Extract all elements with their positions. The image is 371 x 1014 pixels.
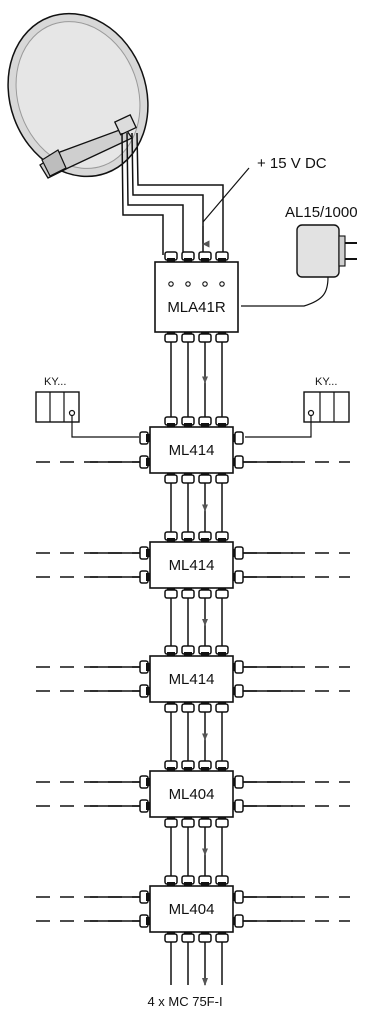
f-connector bbox=[215, 251, 229, 262]
supply-annotation: + 15 V DC bbox=[202, 155, 327, 248]
f-connector bbox=[198, 473, 212, 484]
f-connector bbox=[215, 875, 229, 886]
f-connector bbox=[198, 332, 212, 343]
f-connector bbox=[164, 332, 178, 343]
side-connector bbox=[233, 914, 244, 928]
terminator-right-label: KY... bbox=[315, 376, 337, 388]
module-mla: MLA41R bbox=[154, 251, 239, 343]
bottom-termination-label: 4 x MC 75F-I bbox=[147, 994, 222, 1009]
side-connector bbox=[233, 799, 244, 813]
f-connector bbox=[198, 416, 212, 427]
module-m3: ML414 bbox=[139, 645, 244, 713]
supply-voltage-label: + 15 V DC bbox=[257, 155, 327, 172]
f-connector bbox=[164, 932, 178, 943]
f-connector bbox=[181, 473, 195, 484]
f-connector bbox=[164, 702, 178, 713]
side-connector bbox=[139, 775, 150, 789]
terminator-left-label: KY... bbox=[44, 376, 66, 388]
f-connector bbox=[198, 588, 212, 599]
f-connector bbox=[215, 932, 229, 943]
f-connector bbox=[215, 817, 229, 828]
module-label: ML414 bbox=[169, 671, 215, 688]
side-connector bbox=[233, 431, 244, 445]
side-connector bbox=[233, 775, 244, 789]
f-connector bbox=[181, 588, 195, 599]
f-connector bbox=[198, 760, 212, 771]
terminator-right bbox=[245, 391, 350, 438]
side-connector bbox=[233, 890, 244, 904]
f-connector bbox=[198, 817, 212, 828]
module-label: ML414 bbox=[169, 557, 215, 574]
f-connector bbox=[181, 760, 195, 771]
module-m4: ML404 bbox=[139, 760, 244, 828]
f-connector bbox=[181, 332, 195, 343]
module-m2: ML414 bbox=[139, 531, 244, 599]
f-connector bbox=[164, 645, 178, 656]
satellite-dish-icon bbox=[7, 12, 149, 179]
f-connector bbox=[215, 645, 229, 656]
f-connector bbox=[198, 251, 212, 262]
side-connector bbox=[233, 546, 244, 560]
f-connector bbox=[215, 702, 229, 713]
f-connector bbox=[164, 416, 178, 427]
module-label: ML414 bbox=[169, 442, 215, 459]
f-connector bbox=[181, 251, 195, 262]
outlet-lines bbox=[36, 461, 350, 922]
f-connector bbox=[215, 332, 229, 343]
f-connector bbox=[164, 531, 178, 542]
f-connector bbox=[215, 416, 229, 427]
side-connector bbox=[233, 455, 244, 469]
f-connector bbox=[198, 875, 212, 886]
side-connector bbox=[139, 570, 150, 584]
f-connector bbox=[181, 875, 195, 886]
power-adapter-icon bbox=[241, 224, 357, 307]
f-connector bbox=[164, 251, 178, 262]
f-connector bbox=[181, 645, 195, 656]
lnb-cables bbox=[121, 132, 224, 255]
f-connector bbox=[198, 702, 212, 713]
f-connector bbox=[181, 416, 195, 427]
psu-model-label: AL15/1000 bbox=[285, 204, 358, 221]
f-connector bbox=[215, 760, 229, 771]
bottom-outputs bbox=[170, 942, 223, 986]
f-connector bbox=[215, 531, 229, 542]
side-connector bbox=[139, 799, 150, 813]
f-connector bbox=[164, 588, 178, 599]
side-connector bbox=[233, 684, 244, 698]
terminator-left bbox=[35, 391, 139, 438]
module-m1: ML414 bbox=[139, 416, 244, 484]
f-connector bbox=[181, 702, 195, 713]
f-connector bbox=[215, 588, 229, 599]
side-connector bbox=[139, 914, 150, 928]
side-connector bbox=[139, 546, 150, 560]
module-label: ML404 bbox=[169, 901, 215, 918]
f-connector bbox=[164, 817, 178, 828]
side-connector bbox=[139, 684, 150, 698]
f-connector bbox=[164, 760, 178, 771]
module-m5: ML404 bbox=[139, 875, 244, 943]
f-connector bbox=[181, 817, 195, 828]
f-connector bbox=[215, 473, 229, 484]
f-connector bbox=[198, 932, 212, 943]
side-connector bbox=[139, 890, 150, 904]
f-connector bbox=[181, 932, 195, 943]
side-connector bbox=[139, 431, 150, 445]
f-connector bbox=[181, 531, 195, 542]
f-connector bbox=[164, 875, 178, 886]
module-label: MLA41R bbox=[167, 299, 226, 316]
f-connector bbox=[198, 645, 212, 656]
side-connector bbox=[139, 660, 150, 674]
f-connector bbox=[198, 531, 212, 542]
side-connector bbox=[139, 455, 150, 469]
f-connector bbox=[164, 473, 178, 484]
module-label: ML404 bbox=[169, 786, 215, 803]
side-connector bbox=[233, 660, 244, 674]
trunk-cables bbox=[170, 342, 223, 876]
side-connector bbox=[233, 570, 244, 584]
